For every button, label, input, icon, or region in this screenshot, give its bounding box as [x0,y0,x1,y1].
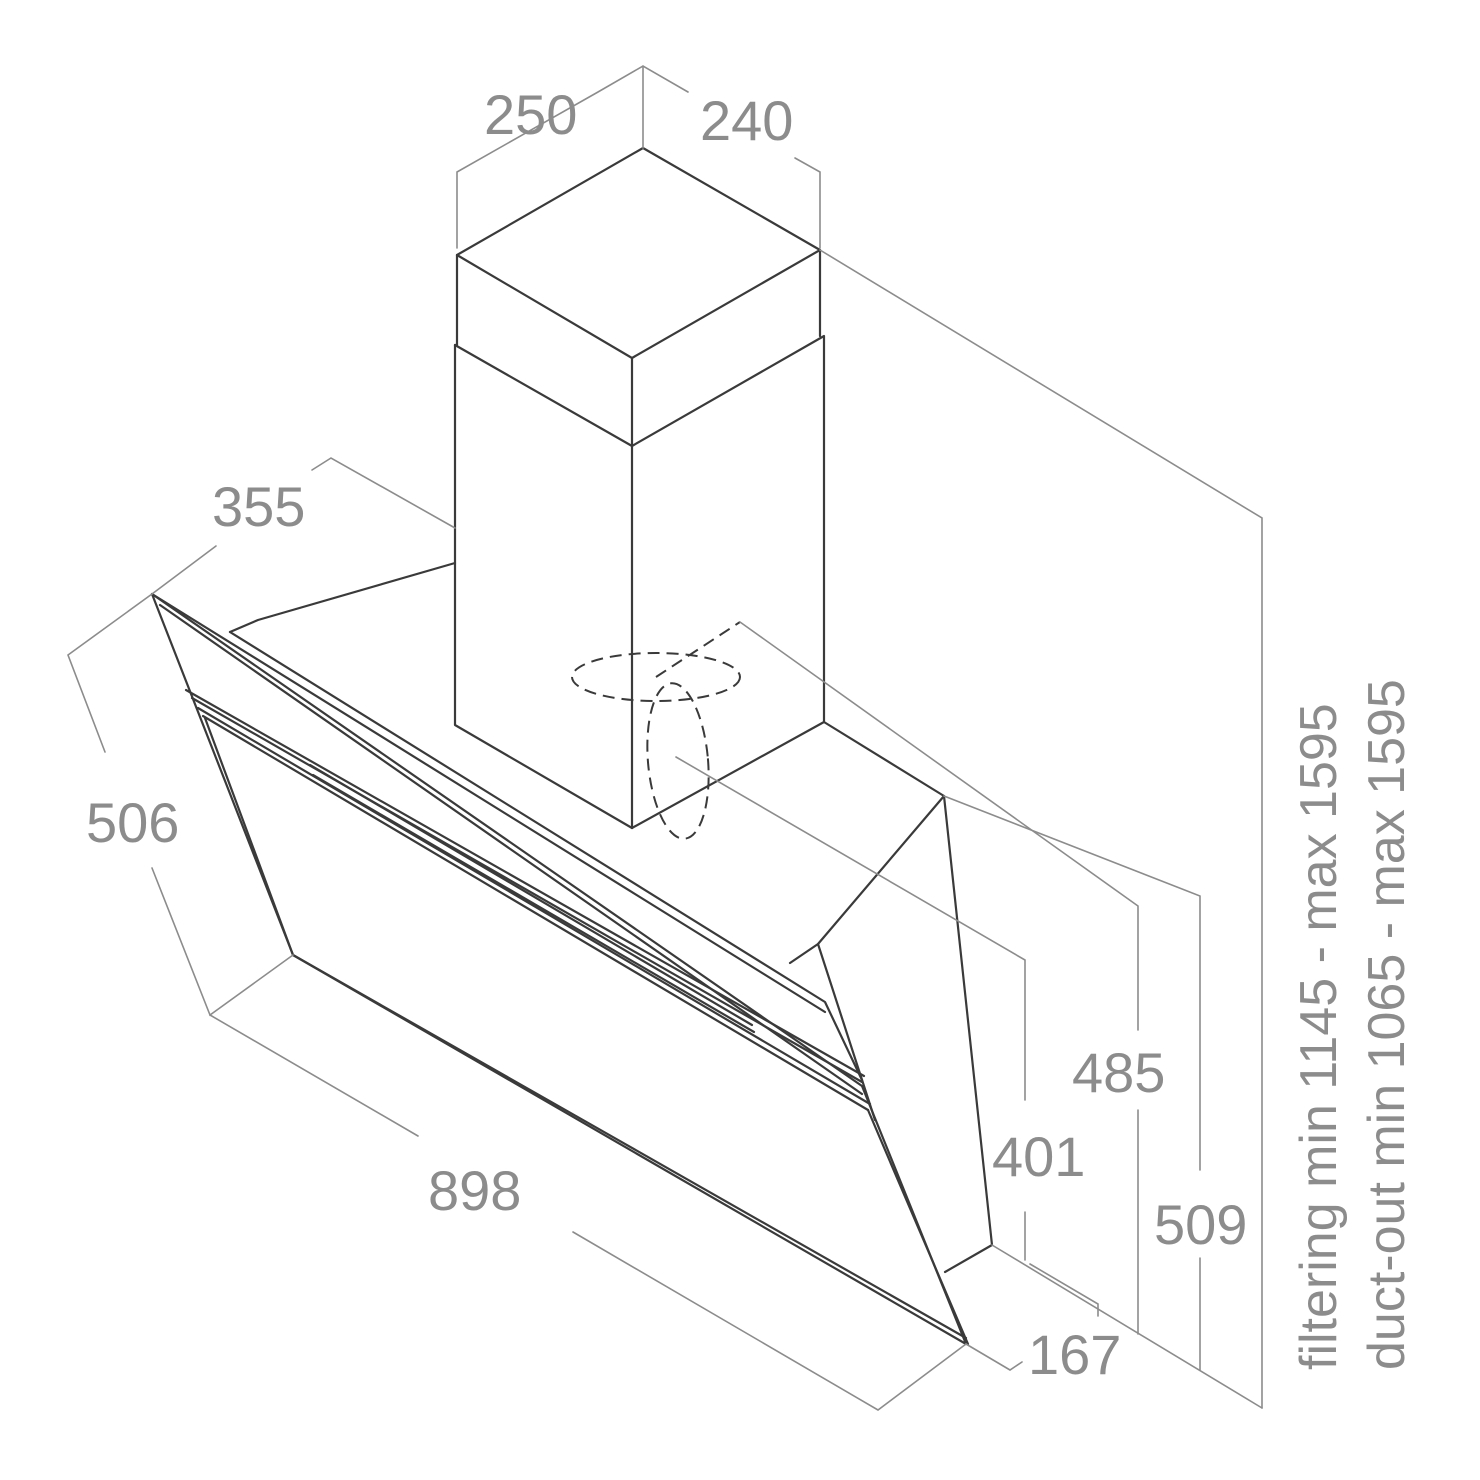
filtering-height-note: filtering min 1145 - max 1595 [1290,703,1348,1370]
dim-485-label: 485 [1072,1041,1165,1104]
dim-401-label: 401 [992,1125,1085,1188]
dimension-lines [67,65,1263,1411]
dim-240-label: 240 [700,89,793,152]
dim-167-label: 167 [1028,1323,1121,1386]
dim-509-label: 509 [1154,1193,1247,1256]
dim-506-label: 506 [86,791,179,854]
dim-355-label: 355 [212,475,305,538]
duct-out-height-note: duct-out min 1065 - max 1595 [1358,679,1416,1370]
chimney-top-section [455,146,822,448]
dim-898-label: 898 [428,1159,521,1222]
dim-250-label: 250 [484,83,577,146]
duct-outlet-dashed [571,621,741,840]
chimney-lower-section [453,334,826,830]
